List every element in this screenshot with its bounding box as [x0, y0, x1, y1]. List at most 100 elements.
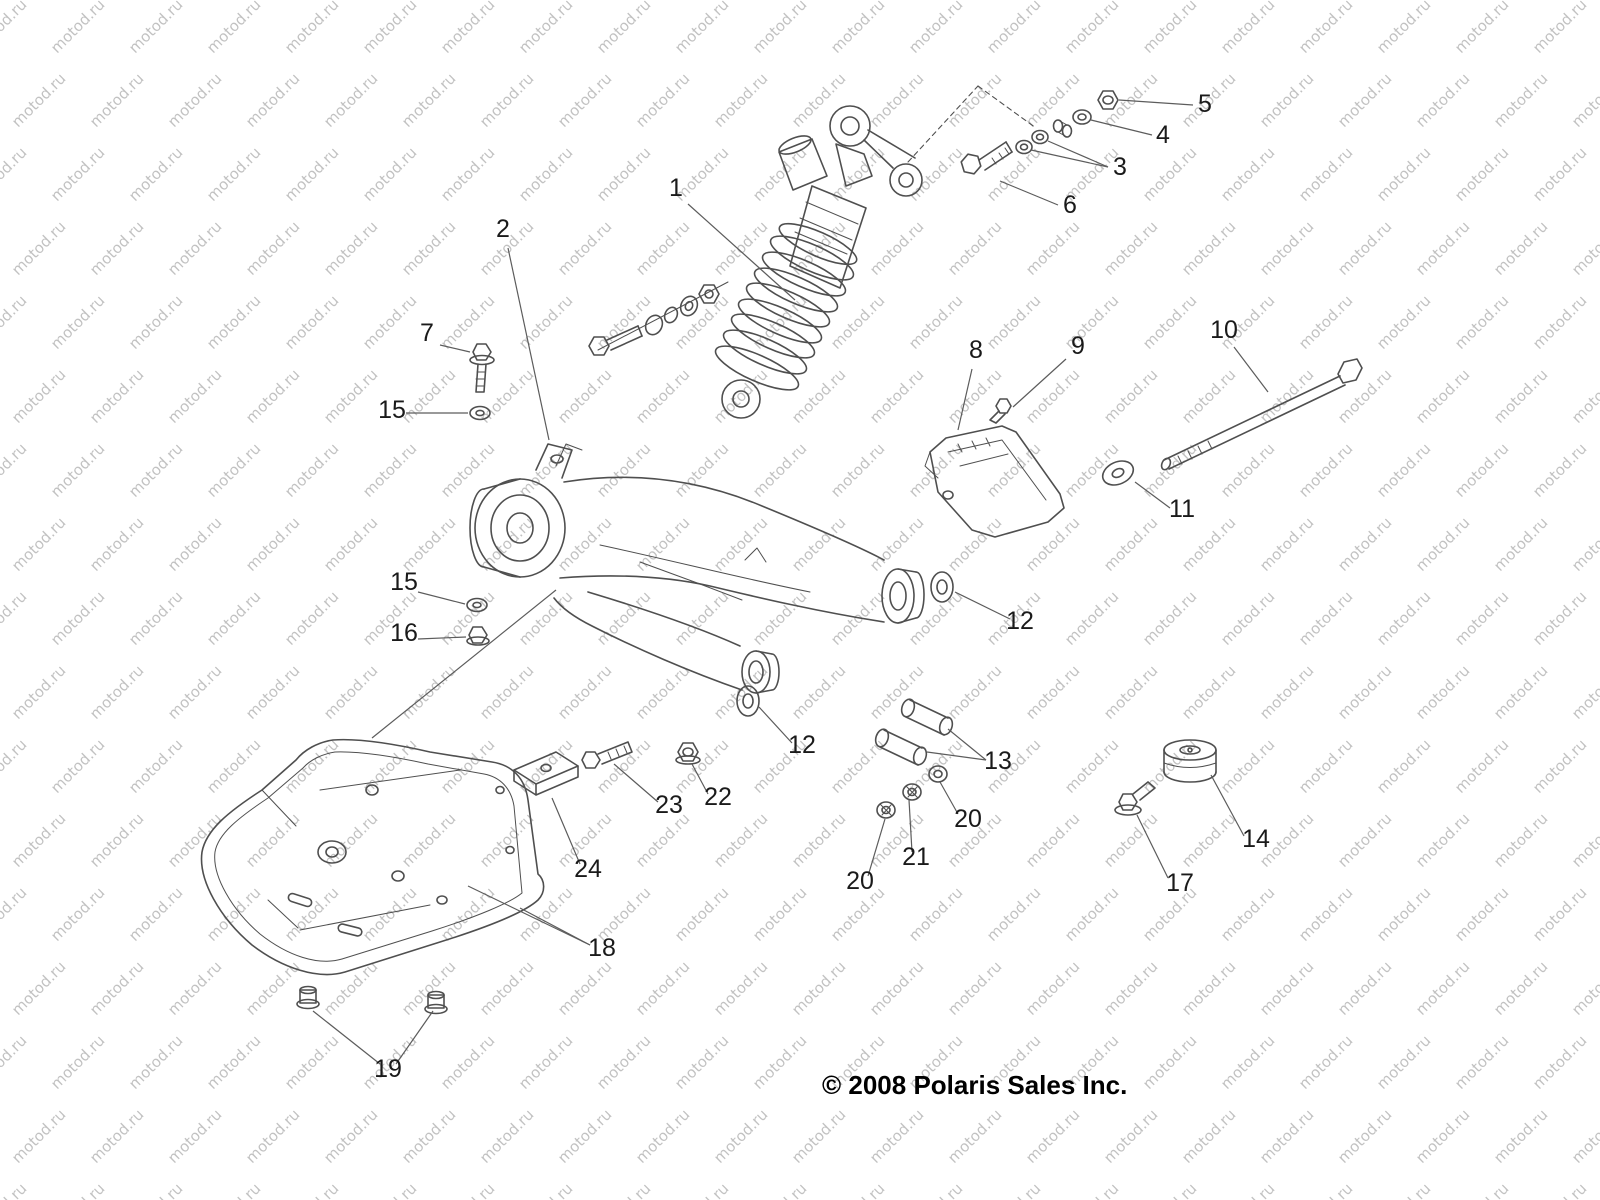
watermark-text: motod.ru [47, 587, 108, 648]
watermark-text: motod.ru [788, 513, 849, 574]
watermark-text: motod.ru [1451, 1179, 1512, 1200]
watermark-text: motod.ru [1451, 143, 1512, 204]
wear-pad-bracket [513, 751, 579, 796]
watermark-text: motod.ru [281, 587, 342, 648]
watermark-text: motod.ru [1100, 957, 1161, 1018]
callout-leader-line [1233, 346, 1269, 393]
watermark-text: motod.ru [788, 661, 849, 722]
watermark-text: motod.ru [1295, 291, 1356, 352]
watermark-text: motod.ru [866, 217, 927, 278]
spacer-tubes [874, 698, 954, 766]
watermark-text: motod.ru [1256, 69, 1317, 130]
watermark-text: motod.ru [1373, 0, 1434, 57]
watermark-text: motod.ru [1256, 957, 1317, 1018]
watermark-text: motod.ru [1256, 661, 1317, 722]
watermark-text: motod.ru [281, 1031, 342, 1092]
watermark-text: motod.ru [1217, 1031, 1278, 1092]
watermark-text: motod.ru [827, 1179, 888, 1200]
watermark-text: motod.ru [554, 661, 615, 722]
washer-12-lower [736, 685, 760, 717]
callout-label-5: 5 [1198, 90, 1212, 118]
callout-leader-line [908, 799, 913, 853]
watermark-text: motod.ru [0, 291, 30, 352]
watermark-text: motod.ru [554, 365, 615, 426]
watermark-text: motod.ru [125, 587, 186, 648]
watermark-text: motod.ru [164, 217, 225, 278]
watermark-text: motod.ru [164, 513, 225, 574]
callout-leader-line [1012, 358, 1067, 408]
watermark-text: motod.ru [1373, 587, 1434, 648]
watermark-text: motod.ru [1568, 513, 1600, 574]
watermark-text: motod.ru [398, 809, 459, 870]
watermark-text: motod.ru [242, 661, 303, 722]
watermark-text: motod.ru [671, 883, 732, 944]
watermark-text: motod.ru [1412, 661, 1473, 722]
callout-leader-line [395, 1010, 434, 1065]
watermark-text: motod.ru [1217, 439, 1278, 500]
watermark-text: motod.ru [1022, 513, 1083, 574]
watermark-text: motod.ru [242, 809, 303, 870]
watermark-text: motod.ru [1334, 217, 1395, 278]
watermark-text: motod.ru [1334, 809, 1395, 870]
watermark-text: motod.ru [1061, 1179, 1122, 1200]
watermark-text: motod.ru [8, 513, 69, 574]
callout-leader-line [1210, 774, 1245, 837]
watermark-text: motod.ru [476, 513, 537, 574]
nut-16 [466, 626, 490, 646]
watermark-text: motod.ru [1061, 883, 1122, 944]
watermark-text: motod.ru [749, 1031, 810, 1092]
watermark-text: motod.ru [8, 217, 69, 278]
watermark-text: motod.ru [281, 143, 342, 204]
watermark-text: motod.ru [203, 291, 264, 352]
watermark-text: motod.ru [1412, 1105, 1473, 1166]
watermark-text: motod.ru [1568, 661, 1600, 722]
watermark-text: motod.ru [164, 365, 225, 426]
watermark-text: motod.ru [1217, 735, 1278, 796]
watermark-text: motod.ru [86, 661, 147, 722]
watermark-text: motod.ru [1061, 0, 1122, 57]
watermark-text: motod.ru [281, 1179, 342, 1200]
watermark-text: motod.ru [1139, 0, 1200, 57]
upper-mount-bolt [469, 343, 495, 393]
watermark-text: motod.ru [866, 513, 927, 574]
watermark-text: motod.ru [47, 1031, 108, 1092]
watermark-text: motod.ru [242, 513, 303, 574]
watermark-text: motod.ru [1490, 365, 1551, 426]
watermark-text: motod.ru [47, 439, 108, 500]
watermark-text: motod.ru [1373, 143, 1434, 204]
reference-line [371, 589, 557, 739]
watermark-text: motod.ru [866, 957, 927, 1018]
watermark-text: motod.ru [1451, 883, 1512, 944]
callout-leader-line [867, 818, 886, 877]
watermark-text: motod.ru [788, 69, 849, 130]
watermark-text: motod.ru [1529, 0, 1590, 57]
watermark-text: motod.ru [1178, 809, 1239, 870]
callout-leader-line [1030, 149, 1109, 168]
watermark-text: motod.ru [476, 1105, 537, 1166]
watermark-text: motod.ru [710, 1105, 771, 1166]
watermark-text: motod.ru [905, 883, 966, 944]
callout-label-10: 10 [1210, 316, 1238, 344]
watermark-text: motod.ru [1529, 143, 1590, 204]
watermark-text: motod.ru [1022, 1105, 1083, 1166]
watermark-text: motod.ru [905, 143, 966, 204]
callout-leader-line [999, 180, 1059, 206]
watermark-text: motod.ru [242, 217, 303, 278]
watermark-text: motod.ru [1373, 1179, 1434, 1200]
shock-mount-bolt [960, 141, 1013, 175]
watermark-text: motod.ru [1568, 365, 1600, 426]
watermark-text: motod.ru [1490, 661, 1551, 722]
watermark-text: motod.ru [710, 217, 771, 278]
watermark-text: motod.ru [1490, 1105, 1551, 1166]
watermark-text: motod.ru [203, 1031, 264, 1092]
callout-label-17: 17 [1166, 869, 1194, 897]
watermark-text: motod.ru [1373, 735, 1434, 796]
watermark-text: motod.ru [1022, 661, 1083, 722]
watermark-text: motod.ru [476, 957, 537, 1018]
watermark-text: motod.ru [125, 1031, 186, 1092]
callout-leader-line [957, 368, 973, 431]
watermark-text: motod.ru [1217, 1179, 1278, 1200]
callout-label-3: 3 [1113, 153, 1127, 181]
callout-label-1: 1 [669, 174, 683, 202]
